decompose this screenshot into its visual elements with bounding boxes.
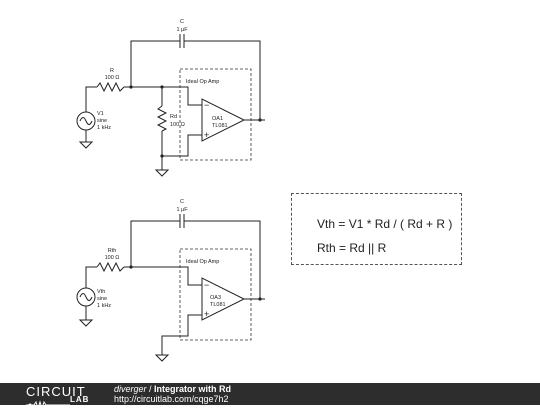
opamp-box-label: Ideal Op Amp: [186, 259, 219, 265]
wire: [85, 266, 97, 288]
capacitor-plates: [177, 34, 187, 48]
resistor-zigzag: [156, 105, 168, 132]
rd-name: Rd: [170, 114, 177, 120]
opamp-name: OA1: [212, 116, 223, 122]
source-freq: 1 kHz: [97, 303, 111, 309]
junction-dot: [160, 85, 164, 89]
resistor-name: Rth: [108, 248, 117, 254]
wire: [161, 314, 202, 355]
wire: [187, 220, 261, 299]
junction-dot: [160, 154, 164, 158]
resistor-name: R: [110, 68, 114, 74]
inverting-pin-sign: −: [204, 280, 209, 290]
resistor-value: 100 Ω: [105, 75, 120, 81]
sine-wave-icon: [79, 117, 93, 125]
resistor-rd[interactable]: [156, 105, 168, 132]
source-name: V1: [97, 111, 104, 117]
source-type: sine: [97, 118, 107, 124]
equation-note-box[interactable]: Vth = V1 * Rd / ( Rd + R ) Rth = Rd || R: [291, 193, 462, 265]
logo-lab-text: LAB: [70, 395, 90, 404]
vth-equation: Vth = V1 * Rd / ( Rd + R ): [317, 217, 453, 231]
noninverting-pin-sign: +: [204, 130, 209, 140]
capacitor-value: 1 µF: [176, 207, 188, 213]
wire: [85, 86, 97, 112]
wire: [124, 266, 202, 286]
ground-icon: [78, 141, 94, 149]
junction-dot: [258, 297, 262, 301]
resistor-rth[interactable]: [96, 261, 125, 273]
ground-icon: [154, 354, 170, 362]
circuit-credit: diverger / Integrator with Rd: [114, 384, 231, 394]
source-circle: [76, 111, 96, 131]
junction-dot: [258, 118, 262, 122]
rth-equation: Rth = Rd || R: [317, 241, 387, 255]
source-type: sine: [97, 296, 107, 302]
sine-wave-icon: [79, 293, 93, 301]
capacitor-plates: [177, 214, 187, 228]
ideal-opamp-box: [179, 248, 252, 341]
ideal-opamp-box: [179, 68, 252, 161]
wire: [162, 134, 202, 157]
logo-trace-icon: LAB: [26, 395, 92, 410]
capacitor-name: C: [180, 199, 184, 205]
circuit-1: C 1 µF R 100 Ω V1 sine 1 kHz Rd 100 Ω Id…: [76, 19, 265, 177]
source-name: Vth: [97, 289, 105, 295]
circuit-2: C 1 µF Rth 100 Ω Vth sine 1 kHz Ideal Op…: [76, 199, 265, 362]
wire: [130, 220, 177, 267]
capacitor-value: 1 µF: [176, 27, 188, 33]
junction-dot: [129, 85, 133, 89]
resistor-r[interactable]: [96, 81, 125, 93]
opamp-box-label: Ideal Op Amp: [186, 79, 219, 85]
inverting-pin-sign: −: [204, 100, 209, 110]
circuitlab-logo[interactable]: CIRCUIT: [26, 384, 86, 399]
resistor-zigzag: [96, 81, 125, 93]
circuit-url-link[interactable]: http://circuitlab.com/cqge7h2: [114, 394, 229, 404]
circuit-title: Integrator with Rd: [154, 384, 232, 394]
credit-separator: /: [146, 384, 155, 394]
noninverting-pin-sign: +: [204, 309, 209, 319]
capacitor-c[interactable]: [177, 34, 187, 48]
opamp-model: TL081: [210, 302, 226, 308]
voltage-source-v1[interactable]: [76, 111, 96, 131]
capacitor-c[interactable]: [177, 214, 187, 228]
source-freq: 1 kHz: [97, 125, 111, 131]
opamp-oa3[interactable]: [201, 277, 246, 321]
source-circle: [76, 287, 96, 307]
capacitor-name: C: [180, 19, 184, 25]
opamp-model: TL081: [212, 123, 228, 129]
ground-icon: [78, 319, 94, 327]
voltage-source-vth[interactable]: [76, 287, 96, 307]
ground-icon: [154, 169, 170, 177]
opamp-name: OA3: [210, 295, 221, 301]
opamp-triangle: [201, 277, 246, 321]
opamp-oa1[interactable]: [201, 98, 246, 142]
wire: [124, 86, 202, 106]
resistor-value: 100 Ω: [105, 255, 120, 261]
opamp-triangle: [201, 98, 246, 142]
wire: [130, 40, 177, 87]
author-link[interactable]: diverger: [114, 384, 147, 394]
schematic-canvas: C 1 µF R 100 Ω V1 sine 1 kHz Rd 100 Ω Id…: [76, 19, 265, 362]
rd-value: 100 Ω: [170, 122, 185, 128]
resistor-zigzag: [96, 261, 125, 273]
wire: [187, 40, 261, 120]
footer-bar: CIRCUIT LAB diverger / Integrator with R…: [0, 383, 540, 410]
junction-dot: [129, 265, 133, 269]
